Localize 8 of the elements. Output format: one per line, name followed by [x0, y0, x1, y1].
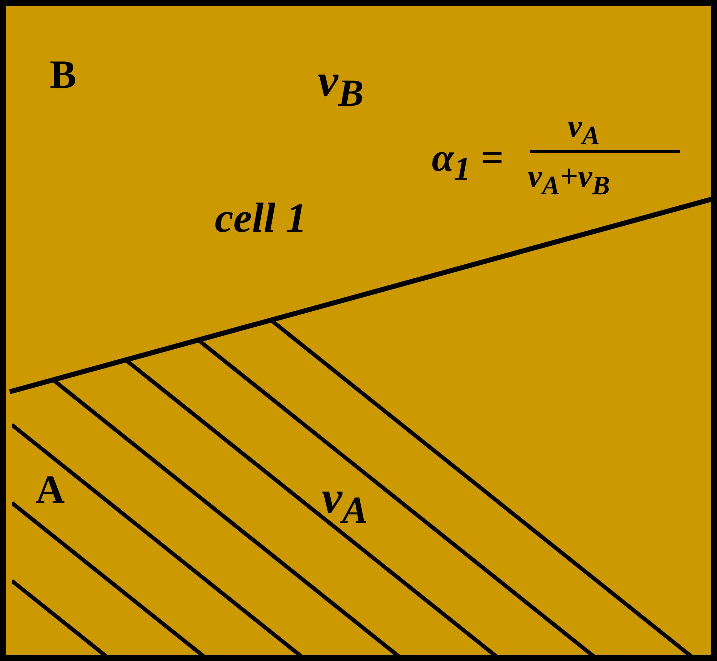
volume-symbol: ν$_{A}$	[322, 475, 368, 531]
fraction-numerator: ν$_{A}$	[568, 110, 600, 150]
fraction-denominator: ν$_{A}$+ν$_{B}$	[528, 160, 610, 200]
phase-label: A	[36, 470, 65, 510]
volume-symbol: ν$_{B}$	[318, 58, 364, 114]
cell-label: cell 1	[215, 198, 308, 240]
formula-lhs: α$_{1}$ =	[432, 138, 504, 186]
phase-label: B	[50, 55, 77, 95]
